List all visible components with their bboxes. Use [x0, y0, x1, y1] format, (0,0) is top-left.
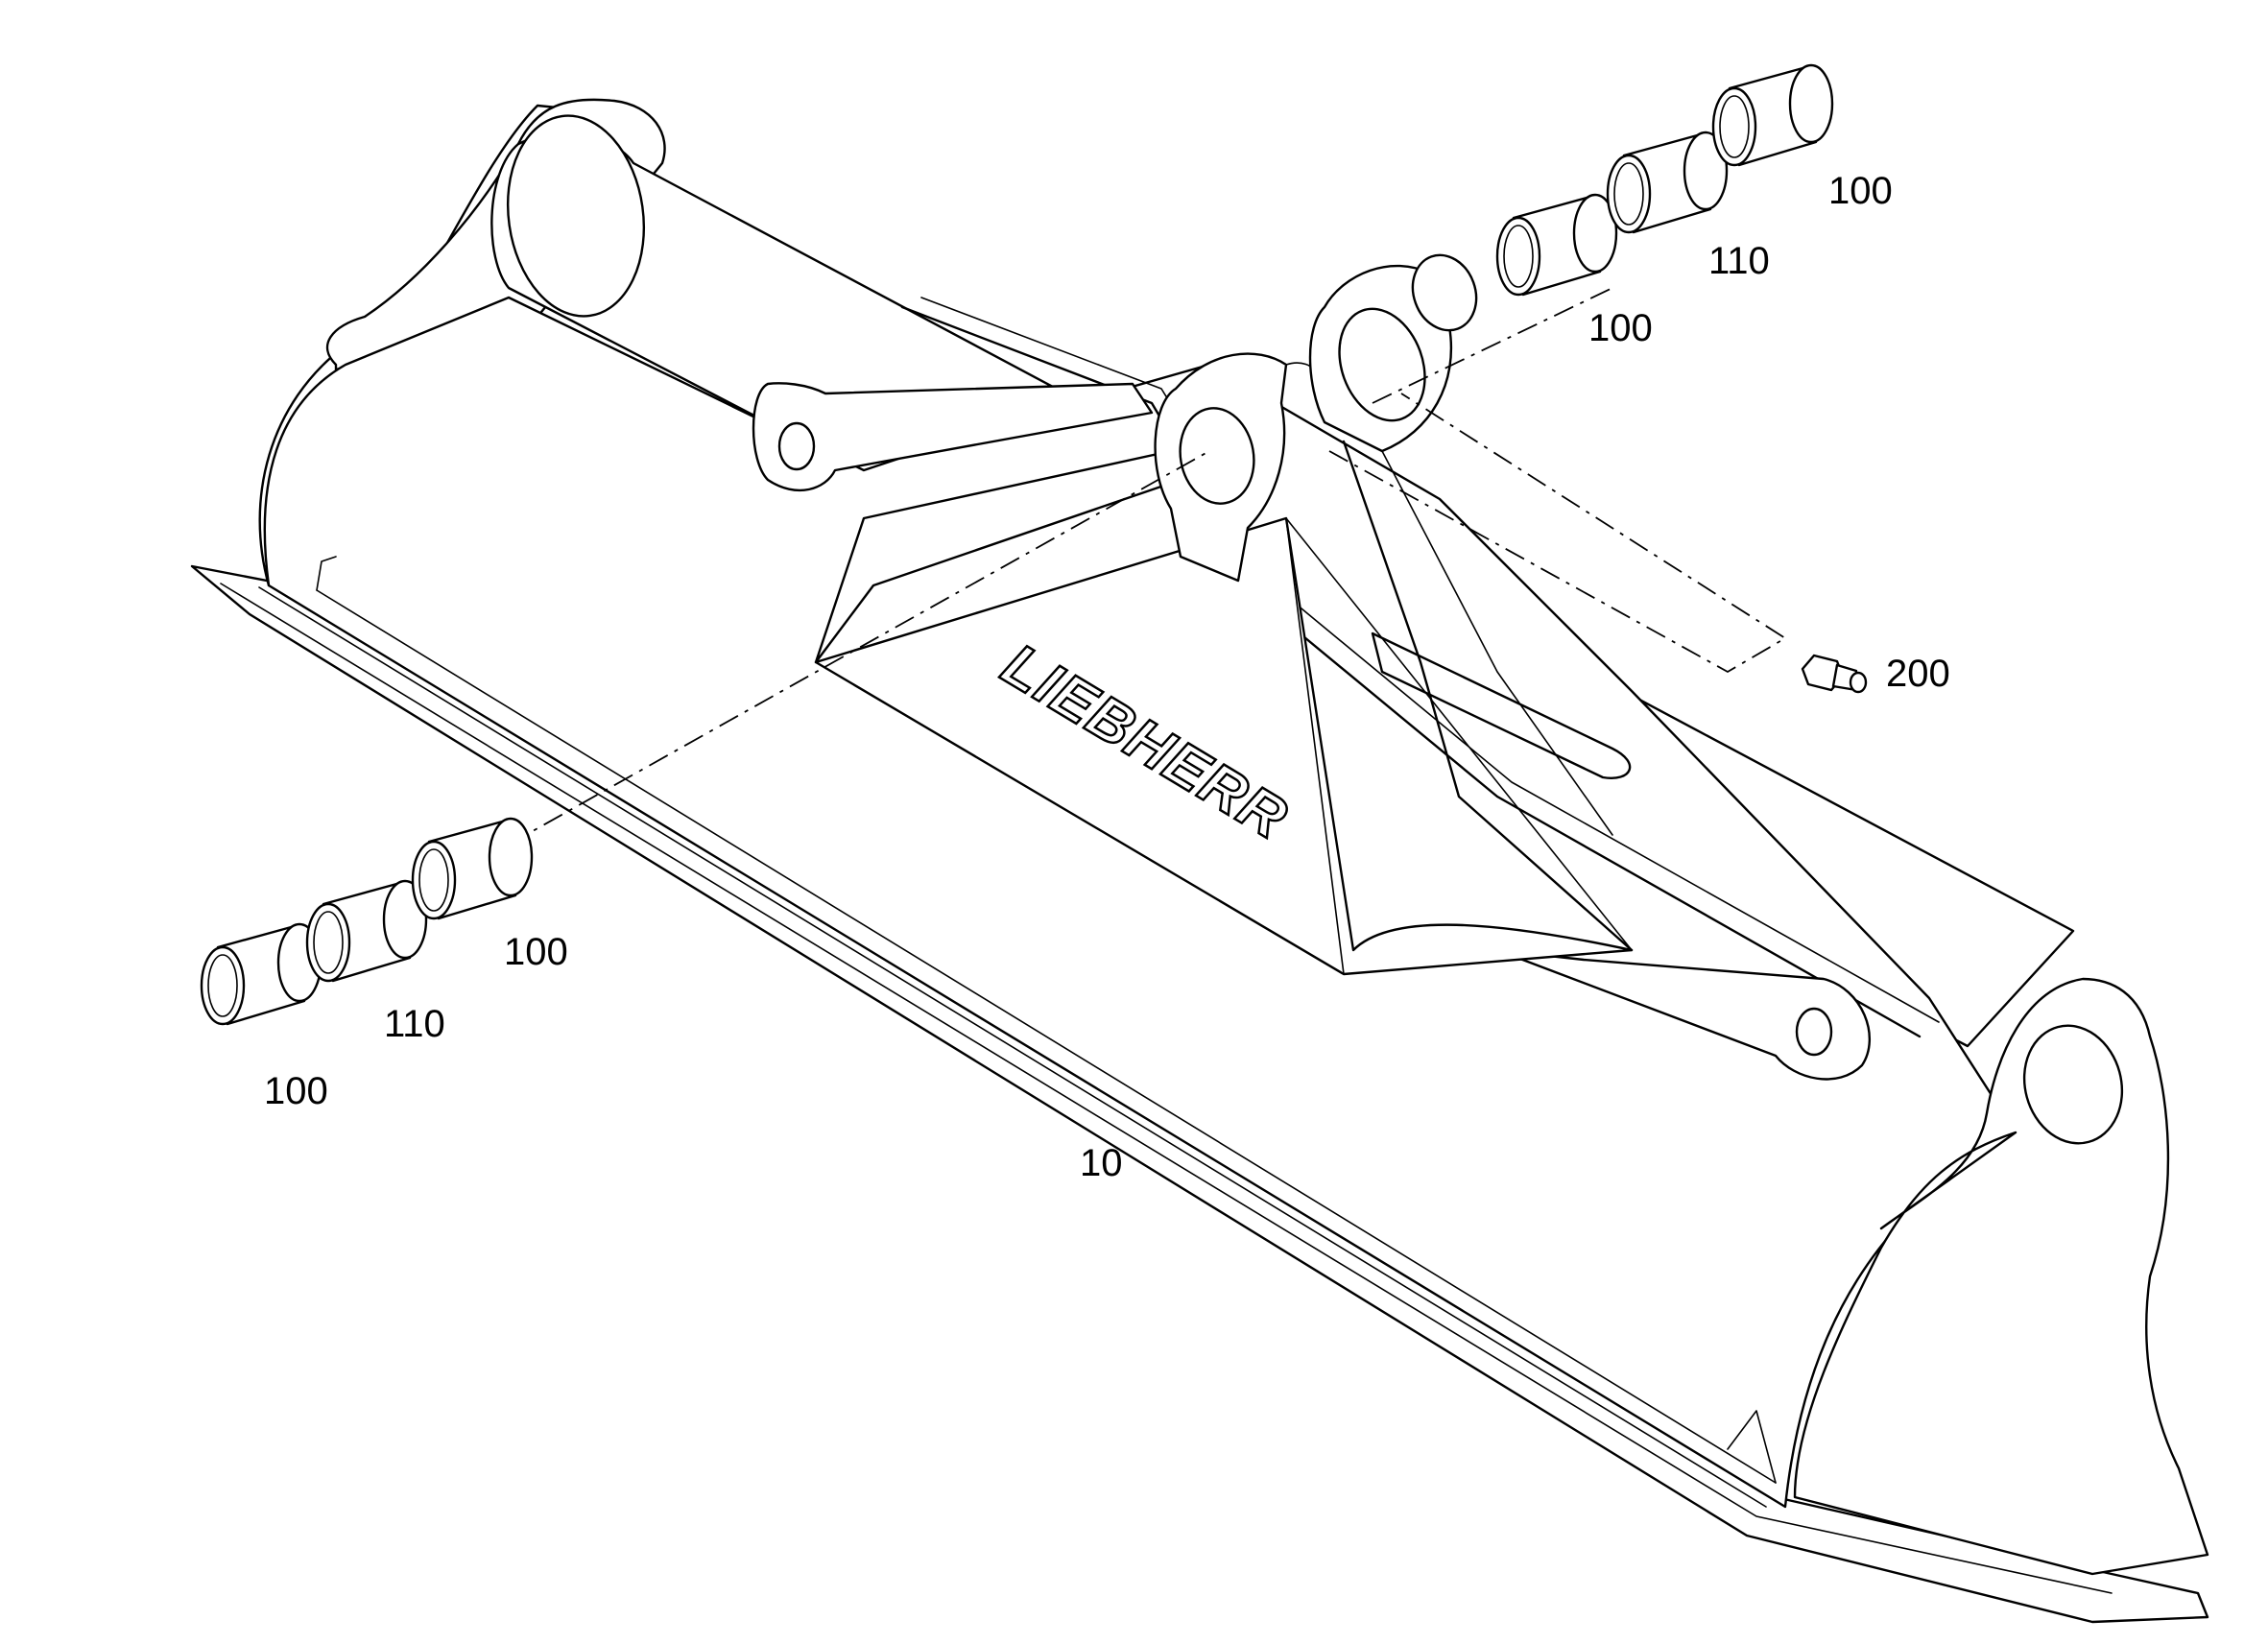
callout-spacer-b: 110	[1708, 240, 1770, 282]
grease-nipple	[1801, 654, 1868, 694]
right-pivot-arm	[1342, 440, 1634, 952]
bushing-a1	[200, 922, 322, 1026]
cutting-edge-inner-line	[220, 583, 2113, 1594]
bushing-b1	[1495, 193, 1618, 297]
callout-spacer-a: 110	[384, 1003, 445, 1045]
assembly-line-grease	[1328, 393, 1787, 674]
bucket-assembly: LIEBHERR	[190, 98, 2209, 1624]
callout-grease-nipple: 200	[1886, 653, 1950, 695]
back-tube-end	[506, 114, 646, 318]
callouts: 10 100 110 100 100 110 100 200	[264, 170, 1950, 1184]
left-link-lug-hole	[777, 421, 816, 471]
right-link-lug	[1495, 948, 1872, 1081]
right-side-pin-hole	[2022, 1024, 2124, 1145]
callout-bushing-b1: 100	[1588, 307, 1653, 349]
callout-bushing-a2: 100	[504, 931, 568, 973]
bushing-b2	[1711, 63, 1834, 167]
spacer-a	[305, 879, 428, 983]
right-link-lug-hole	[1795, 1007, 1833, 1057]
left-link-lug	[752, 382, 1154, 492]
bushing-group-right	[1495, 63, 1834, 297]
center-gusset	[814, 516, 1634, 976]
left-pivot-bore	[1179, 407, 1255, 505]
spacer-b	[1606, 131, 1729, 234]
bushing-a2	[411, 817, 534, 920]
assembly-line-left	[508, 450, 1210, 846]
assembly-line-right	[1372, 287, 1613, 404]
right-pivot-bore	[1338, 307, 1426, 422]
bushing-group-left	[200, 817, 534, 1026]
rear-slot-plate	[1371, 631, 1632, 779]
callout-bucket: 10	[1080, 1142, 1123, 1184]
callout-bushing-b2: 100	[1828, 170, 1893, 212]
assembly-lines	[508, 287, 1787, 846]
scoop-surface	[263, 296, 2017, 1509]
callout-bushing-a1: 100	[264, 1070, 328, 1112]
